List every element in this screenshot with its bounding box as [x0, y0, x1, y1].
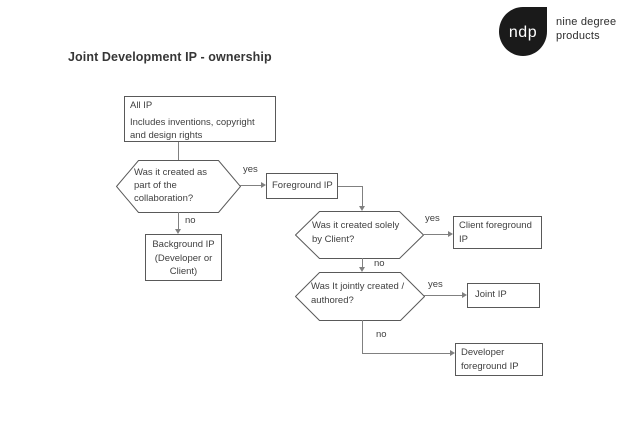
arrowhead-down-icon — [359, 206, 365, 211]
connector-collaboration-yes — [240, 185, 261, 186]
page-title: Joint Development IP - ownership — [68, 50, 272, 64]
hexagon-shape — [295, 272, 425, 321]
decision-collaboration: Was it created as part of the collaborat… — [116, 160, 241, 213]
decision-collaboration-text: Was it created as part of the collaborat… — [134, 167, 208, 204]
logo-name-line1: nine degree — [556, 16, 617, 28]
node-client-foreground-ip: Client foreground IP — [453, 216, 542, 249]
decision-jointly-created: Was It jointly created / authored? — [295, 272, 425, 321]
ndp-logo-icon: ndp — [499, 7, 547, 56]
arrowhead-right-icon — [462, 292, 467, 298]
logo-name-line2: products — [556, 29, 600, 42]
node-joint-ip: Joint IP — [467, 283, 540, 308]
all-ip-title: All IP — [130, 100, 153, 111]
hexagon-shape — [116, 160, 241, 213]
node-foreground-ip: Foreground IP — [266, 173, 338, 199]
edge-label-solely-no: no — [374, 258, 385, 269]
connector-allip-to-collaboration — [178, 142, 179, 160]
connector-foregroundip-elbow-v — [362, 186, 363, 206]
connector-foregroundip-elbow-h — [338, 186, 363, 187]
arrowhead-down-icon — [175, 229, 181, 234]
connector-jointly-no-v — [362, 320, 363, 353]
edge-label-jointly-no: no — [376, 329, 387, 340]
arrowhead-right-icon — [448, 231, 453, 237]
node-background-ip: Background IP (Developer or Client) — [145, 234, 222, 281]
connector-collaboration-no — [178, 212, 179, 229]
connector-jointly-no-h — [362, 353, 450, 354]
edge-label-jointly-yes: yes — [428, 279, 443, 290]
connector-solely-no — [362, 258, 363, 268]
edge-label-collaboration-no: no — [185, 215, 196, 226]
node-all-ip: All IP Includes inventions, copyright an… — [124, 96, 276, 142]
decision-solely-client: Was it created solely by Client? — [295, 211, 424, 259]
all-ip-desc-line1: Includes inventions, copyright — [130, 116, 255, 128]
connector-solely-yes — [423, 234, 449, 235]
edge-label-collaboration-yes: yes — [243, 164, 258, 175]
connector-jointly-yes — [424, 295, 463, 296]
decision-jointly-created-text: Was It jointly created / authored? — [311, 281, 405, 306]
hexagon-shape — [295, 211, 424, 259]
all-ip-desc-line2: and design rights — [130, 130, 203, 141]
logo-monogram: ndp — [508, 23, 538, 41]
decision-solely-client-text: Was it created solely by Client? — [312, 220, 400, 245]
arrowhead-right-icon — [261, 182, 266, 188]
logo-wordmark: nine degree products — [556, 16, 616, 43]
arrowhead-down-icon — [359, 267, 365, 272]
arrowhead-right-icon — [450, 350, 455, 356]
edge-label-solely-yes: yes — [425, 213, 440, 224]
node-developer-foreground-ip: Developer foreground IP — [455, 343, 543, 376]
